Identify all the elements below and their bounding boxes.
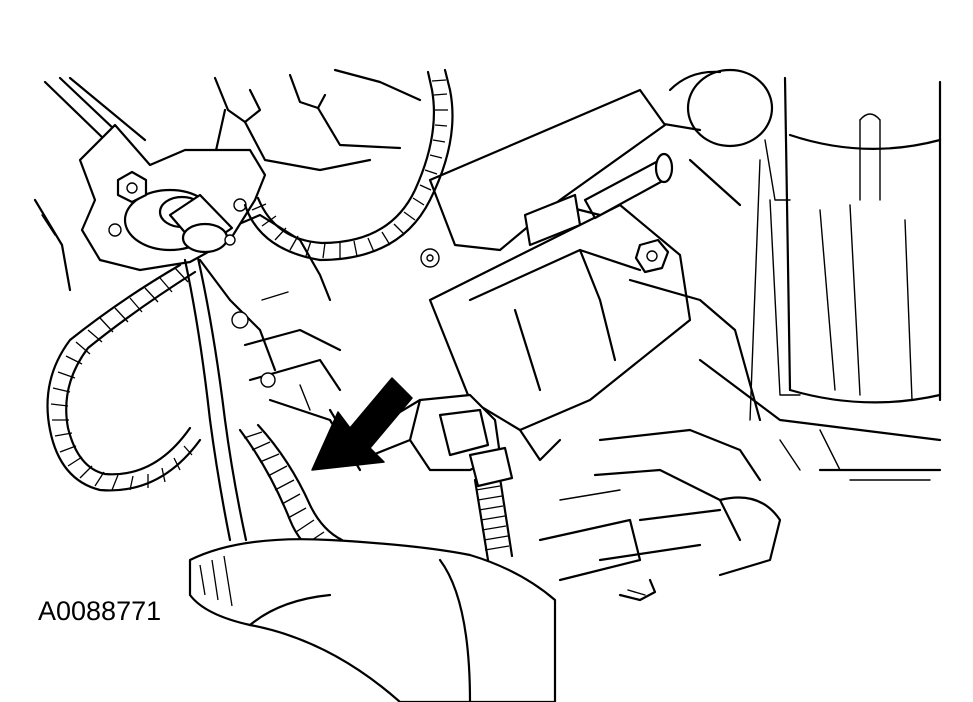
mounting-flange bbox=[78, 123, 267, 272]
figure-id-label: A0088771 bbox=[38, 596, 162, 626]
hex-nut-right bbox=[634, 238, 670, 274]
large-hose bbox=[188, 538, 557, 702]
flange-bolt-left bbox=[116, 170, 148, 204]
callout-arrow bbox=[311, 377, 413, 471]
wiring-harness-conduit bbox=[46, 68, 514, 562]
engine-background-structure bbox=[33, 68, 942, 602]
sensor-cable bbox=[183, 256, 248, 542]
